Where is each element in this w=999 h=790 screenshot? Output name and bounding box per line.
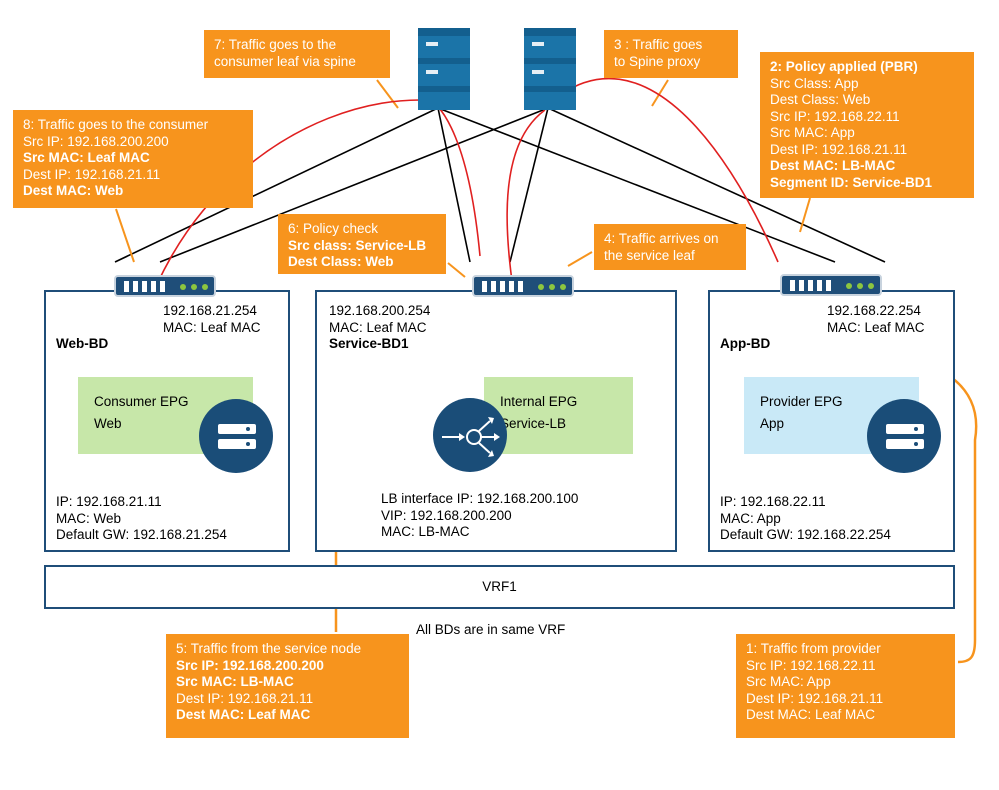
- service-leaf-switch-icon: [472, 275, 574, 297]
- callout-step-7: 7: Traffic goes to the consumer leaf via…: [204, 30, 390, 78]
- internal-epg-name: Service-LB: [500, 416, 567, 431]
- app-bd-name: App-BD: [720, 336, 771, 351]
- callout-8-line-2: Src IP: 192.168.200.200: [23, 133, 169, 149]
- callout-2-line-6: Dest MAC: LB-MAC: [770, 158, 896, 173]
- callout-step-2: 2: Policy applied (PBR) Src Class: App D…: [760, 52, 974, 198]
- callout-2-line-4: Src MAC: App: [770, 125, 855, 140]
- callout-1-line-3: Src MAC: App: [746, 674, 831, 689]
- internal-epg: Internal EPG Service-LB: [484, 377, 633, 454]
- callout-5-line-3: Src MAC: LB-MAC: [176, 674, 294, 689]
- callout-4-line-2: the service leaf: [604, 247, 695, 263]
- lb-interface-ip: LB interface IP: 192.168.200.100: [381, 491, 579, 506]
- vrf-label: VRF1: [482, 579, 517, 594]
- spine-leaf-links: [114, 107, 886, 263]
- web-bd-gw-ip: 192.168.21.254: [163, 303, 257, 318]
- web-mac: MAC: Web: [56, 510, 122, 526]
- app-bd-gw-mac: MAC: Leaf MAC: [827, 319, 925, 335]
- callout-step-6: 6: Policy check Src class: Service-LB De…: [278, 214, 446, 274]
- spine-1-icon: [418, 28, 470, 110]
- callout-1-line-5: Dest MAC: Leaf MAC: [746, 707, 876, 722]
- web-bd-name: Web-BD: [56, 336, 109, 351]
- callout-5-line-1: 5: Traffic from the service node: [176, 641, 362, 656]
- callout-6-line-3: Dest Class: Web: [288, 254, 394, 269]
- lb-vip: VIP: 192.168.200.200: [381, 507, 512, 523]
- app-leaf-switch-icon: [780, 274, 882, 296]
- service-bd-gw-mac: MAC: Leaf MAC: [329, 319, 427, 335]
- service-bd-gateway: 192.168.200.254 MAC: Leaf MAC Service-BD…: [329, 303, 430, 353]
- callout-7-line-1: 7: Traffic goes to the: [214, 37, 337, 52]
- callout-pointers: [115, 79, 811, 278]
- app-bd-gateway: 192.168.22.254 MAC: Leaf MAC: [827, 303, 925, 336]
- callout-6-line-2: Src class: Service-LB: [288, 237, 427, 253]
- callout-8-line-4: Dest IP: 192.168.21.11: [23, 166, 161, 182]
- app-endpoint-info: IP: 192.168.22.11 MAC: App Default GW: 1…: [720, 494, 891, 544]
- service-node-info: LB interface IP: 192.168.200.100 VIP: 19…: [381, 491, 578, 541]
- callout-5-line-4: Dest IP: 192.168.21.11: [176, 690, 314, 706]
- callout-7-line-2: consumer leaf via spine: [214, 53, 356, 69]
- web-leaf-switch-icon: [114, 275, 216, 297]
- callout-2-line-5: Dest IP: 192.168.21.11: [770, 141, 908, 157]
- callout-2-line-1: Src Class: App: [770, 75, 859, 91]
- callout-5-line-2: Src IP: 192.168.200.200: [176, 657, 324, 673]
- callout-1-line-1: 1: Traffic from provider: [746, 641, 881, 656]
- web-bd-gateway: 192.168.21.254 MAC: Leaf MAC: [163, 303, 261, 336]
- service-bd-gw-ip: 192.168.200.254: [329, 303, 431, 318]
- callout-1-line-2: Src IP: 192.168.22.11: [746, 657, 876, 673]
- app-mac: MAC: App: [720, 510, 781, 526]
- callout-3-line-2: to Spine proxy: [614, 53, 701, 69]
- callout-step-3: 3 : Traffic goes to Spine proxy: [604, 30, 738, 78]
- spine-2-icon: [524, 28, 576, 110]
- internal-epg-label: Internal EPG: [500, 394, 578, 409]
- web-endpoint-info: IP: 192.168.21.11 MAC: Web Default GW: 1…: [56, 494, 227, 544]
- callout-step-5: 5: Traffic from the service node Src IP:…: [166, 634, 409, 738]
- web-bd-gw-mac: MAC: Leaf MAC: [163, 319, 261, 335]
- app-gw: Default GW: 192.168.22.254: [720, 527, 891, 542]
- callout-step-8: 8: Traffic goes to the consumer Src IP: …: [13, 110, 253, 208]
- callout-2-line-2: Dest Class: Web: [770, 92, 871, 107]
- vrf-note: All BDs are in same VRF: [416, 622, 566, 637]
- callout-6-line-1: 6: Policy check: [288, 221, 379, 236]
- service-bd-name: Service-BD1: [329, 336, 409, 351]
- lb-mac: MAC: LB-MAC: [381, 524, 470, 539]
- callout-1-line-4: Dest IP: 192.168.21.11: [746, 690, 884, 706]
- callout-step-1: 1: Traffic from provider Src IP: 192.168…: [736, 634, 955, 738]
- consumer-epg-name: Web: [94, 416, 122, 431]
- consumer-epg-label: Consumer EPG: [94, 394, 189, 409]
- web-server-icon: [198, 398, 274, 474]
- load-balancer-icon: [432, 397, 508, 473]
- app-server-icon: [866, 398, 942, 474]
- vrf-frame: VRF1: [44, 565, 955, 609]
- callout-4-line-1: 4: Traffic arrives on: [604, 231, 719, 246]
- callout-5-line-5: Dest MAC: Leaf MAC: [176, 707, 311, 722]
- callout-2-line-7: Segment ID: Service-BD1: [770, 174, 933, 190]
- app-bd-gw-ip: 192.168.22.254: [827, 303, 921, 318]
- app-ip: IP: 192.168.22.11: [720, 494, 826, 509]
- callout-8-line-3: Src MAC: Leaf MAC: [23, 150, 150, 165]
- callout-2-line-3: Src IP: 192.168.22.11: [770, 108, 900, 124]
- callout-step-4: 4: Traffic arrives on the service leaf: [594, 224, 746, 270]
- provider-epg-name: App: [760, 416, 785, 431]
- callout-8-line-5: Dest MAC: Web: [23, 183, 124, 198]
- web-gw: Default GW: 192.168.21.254: [56, 527, 227, 542]
- callout-8-line-1: 8: Traffic goes to the consumer: [23, 117, 209, 132]
- provider-epg-label: Provider EPG: [760, 394, 843, 409]
- callout-3-line-1: 3 : Traffic goes: [614, 37, 703, 52]
- callout-2-title: 2: Policy applied (PBR): [770, 59, 918, 74]
- web-ip: IP: 192.168.21.11: [56, 494, 162, 509]
